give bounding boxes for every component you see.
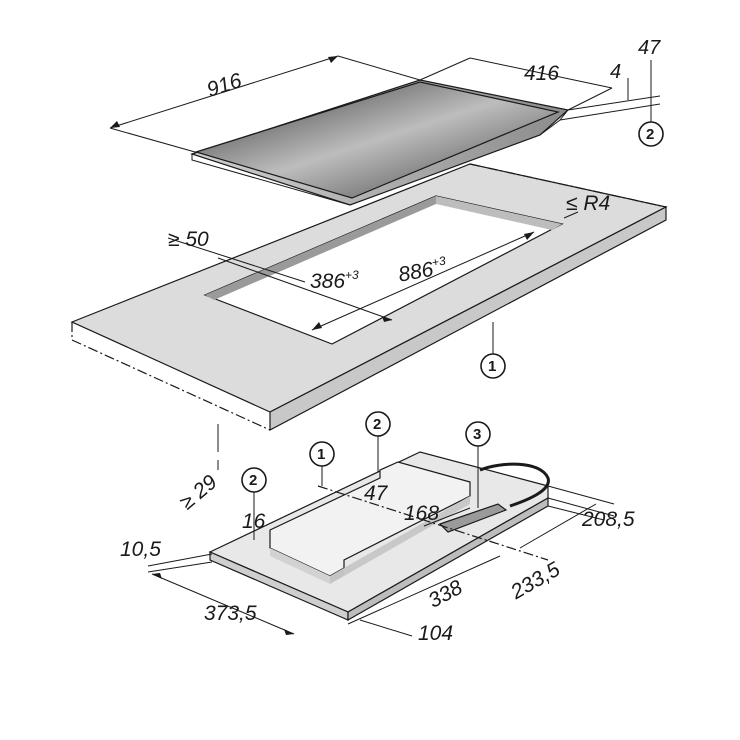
dim-208-5-label: 208,5 [581, 508, 635, 531]
callout-1-underside: 1 [309, 441, 335, 486]
callout-1-worktop: 1 [480, 322, 506, 379]
callout-1-worktop-label: 1 [488, 358, 496, 375]
dim-233-5-label: 233,5 [506, 558, 564, 605]
callout-1-underside-label: 1 [317, 446, 325, 463]
connector-box [438, 503, 508, 533]
dim-cutout-depth: 386+3 [217, 257, 393, 322]
dim-16-label: 16 [242, 510, 266, 533]
dim-min-50-label: ≥ 50 [168, 228, 209, 251]
dim-corner-radius: ≤ R4 [563, 192, 610, 219]
callout-2-underside-center: 2 47 [364, 411, 391, 505]
dim-373-5: 373,5 [151, 573, 295, 635]
dim-r4-label: ≤ R4 [566, 192, 610, 215]
dim-47-underside-label: 47 [364, 482, 389, 505]
hob-glass-top [190, 79, 570, 206]
dim-hob-thickness: 4 47 [559, 37, 661, 122]
dim-4-label: 4 [610, 61, 621, 83]
dim-373-5-label: 373,5 [204, 602, 257, 625]
callout-3-label: 3 [473, 426, 481, 443]
dim-168: 168 [404, 502, 471, 527]
dim-47-label: 47 [638, 37, 661, 59]
callout-2-underside-center-label: 2 [373, 416, 381, 433]
dim-hob-depth: 416 [419, 57, 613, 111]
dim-168-label: 168 [404, 502, 439, 525]
dim-104-label: 104 [418, 622, 453, 645]
hob-underside [208, 451, 550, 622]
dim-10-5-label: 10,5 [120, 538, 161, 561]
dim-386-label: 386+3 [310, 268, 359, 293]
dim-338-label: 338 [425, 576, 467, 613]
dim-416-label: 416 [524, 62, 559, 85]
callout-2-underside-left-label: 2 [249, 472, 257, 489]
dim-min-29-label: ≥ 29 [176, 470, 222, 514]
dim-10-5: 10,5 [120, 538, 213, 573]
dim-worktop-thickness: ≥ 29 [176, 424, 222, 514]
callout-3: 3 [465, 421, 491, 508]
dim-min-front-gap: ≥ 50 [167, 228, 306, 283]
callout-2-top-label: 2 [646, 126, 654, 143]
hob-glass [193, 81, 560, 199]
callout-2-top: 2 [638, 121, 664, 147]
worktop [70, 163, 668, 431]
dim-104: 104 [359, 619, 453, 645]
callout-2-underside-left: 2 16 [241, 467, 267, 540]
dim-916-label: 916 [204, 69, 245, 102]
dim-208-5: 208,5 [547, 485, 635, 531]
